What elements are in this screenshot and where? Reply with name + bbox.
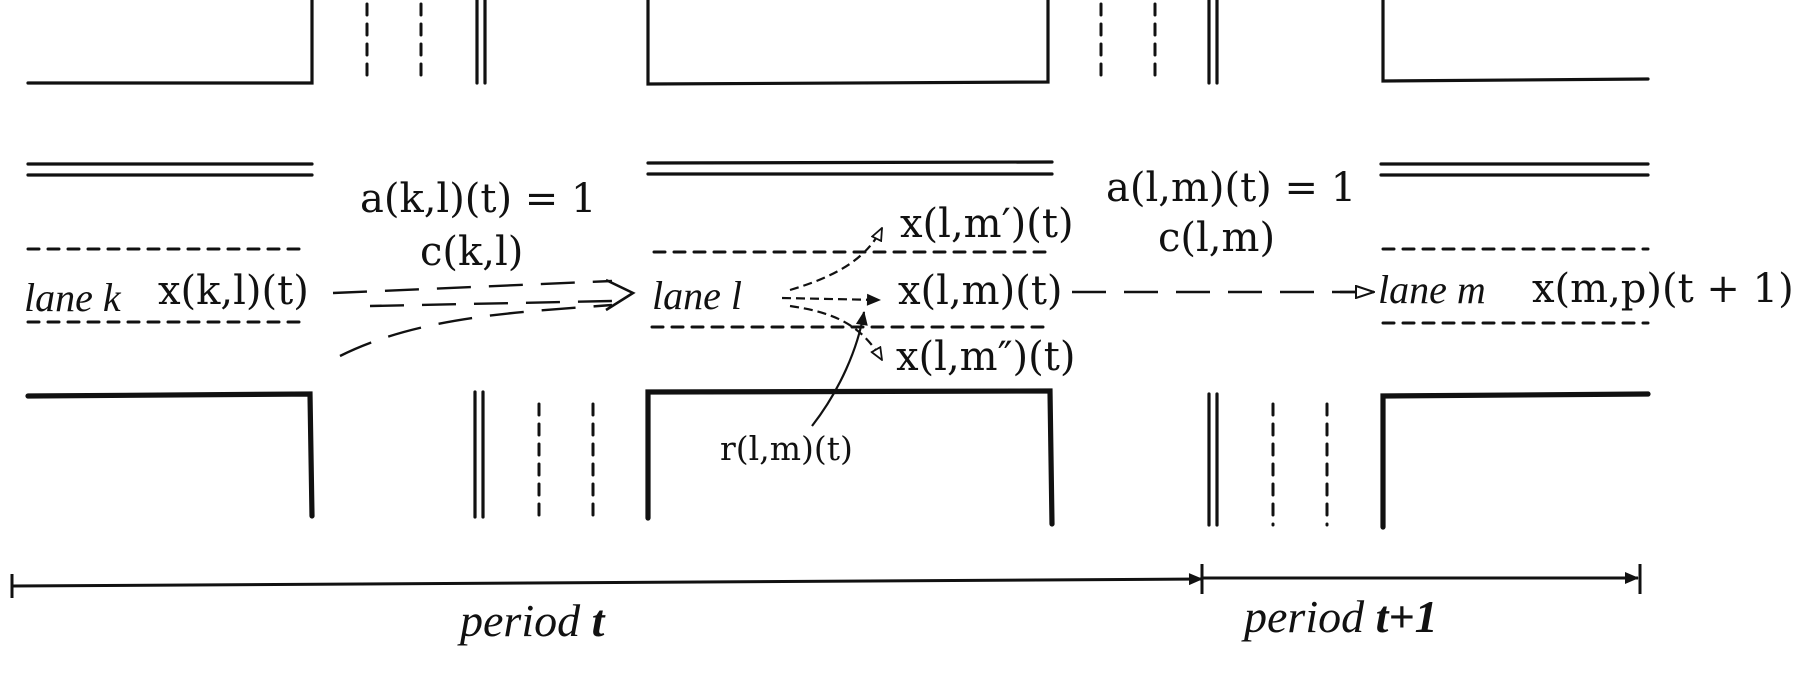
- flow-l-m-double-prime-label: x(l,m″)(t): [896, 334, 1075, 380]
- lane-l-label: lane l: [652, 273, 742, 318]
- road-block-l: [645, 0, 1055, 527]
- timeline: [10, 564, 1642, 598]
- curb-bottom-m: [1380, 391, 1651, 530]
- flow-l-m-label: x(l,m)(t): [898, 268, 1063, 314]
- curb-top-m: [1381, 0, 1650, 83]
- release-label: r(l,m)(t): [720, 429, 853, 468]
- curb-top-k: [26, 0, 314, 85]
- flow-k-l-line-1: [332, 279, 613, 295]
- capacity-l-m-label: c(l,m): [1158, 215, 1275, 261]
- period-t1-suffix: t+1: [1376, 591, 1438, 642]
- flow-k-l-line-2: [369, 299, 613, 308]
- curb-top-l: [646, 0, 1050, 86]
- period-t-prefix: period: [457, 595, 592, 646]
- period-t1-prefix: period: [1241, 591, 1376, 642]
- flow-k-l-label: x(k,l)(t): [158, 268, 309, 314]
- curb-bottom-k: [25, 391, 315, 519]
- crosswalk-1-bottom: [473, 390, 595, 519]
- activation-l-m-label: a(l,m)(t) = 1: [1106, 165, 1356, 211]
- flow-m-p-label: x(m,p)(t + 1): [1532, 266, 1793, 312]
- period-t1-label: period t+1: [1241, 591, 1438, 642]
- lane-m-label: lane m: [1378, 267, 1486, 312]
- flow-l-diverge: [781, 228, 882, 427]
- crosswalk-2-bottom: [1207, 392, 1329, 527]
- crosswalk-1-top: [365, 0, 487, 85]
- median-l-1: [646, 160, 1054, 165]
- flow-l-m-prime-label: x(l,m′)(t): [900, 201, 1074, 247]
- curb-bottom-l: [645, 388, 1055, 527]
- activation-k-l-label: a(k,l)(t) = 1: [360, 176, 596, 222]
- timeline-arrow-t: [11, 573, 1203, 588]
- period-t-suffix: t: [592, 595, 606, 646]
- flow-l-m-arrow: [781, 293, 881, 306]
- period-t-label: period t: [457, 595, 606, 646]
- lane-k-label: lane k: [24, 275, 122, 320]
- flow-k-l-arrowhead: [605, 278, 636, 312]
- flow-l-m-double-prime-arrow: [789, 304, 882, 360]
- road-block-k: [25, 0, 315, 519]
- road-block-m: [1379, 0, 1651, 530]
- release-arrow: [811, 311, 868, 427]
- capacity-k-l-label: c(k,l): [420, 229, 523, 275]
- flow-k-to-l: [332, 278, 636, 358]
- flow-l-m-prime-arrow: [789, 228, 882, 292]
- flow-k-l-line-3: [339, 303, 613, 358]
- crosswalk-2-top: [1099, 0, 1219, 85]
